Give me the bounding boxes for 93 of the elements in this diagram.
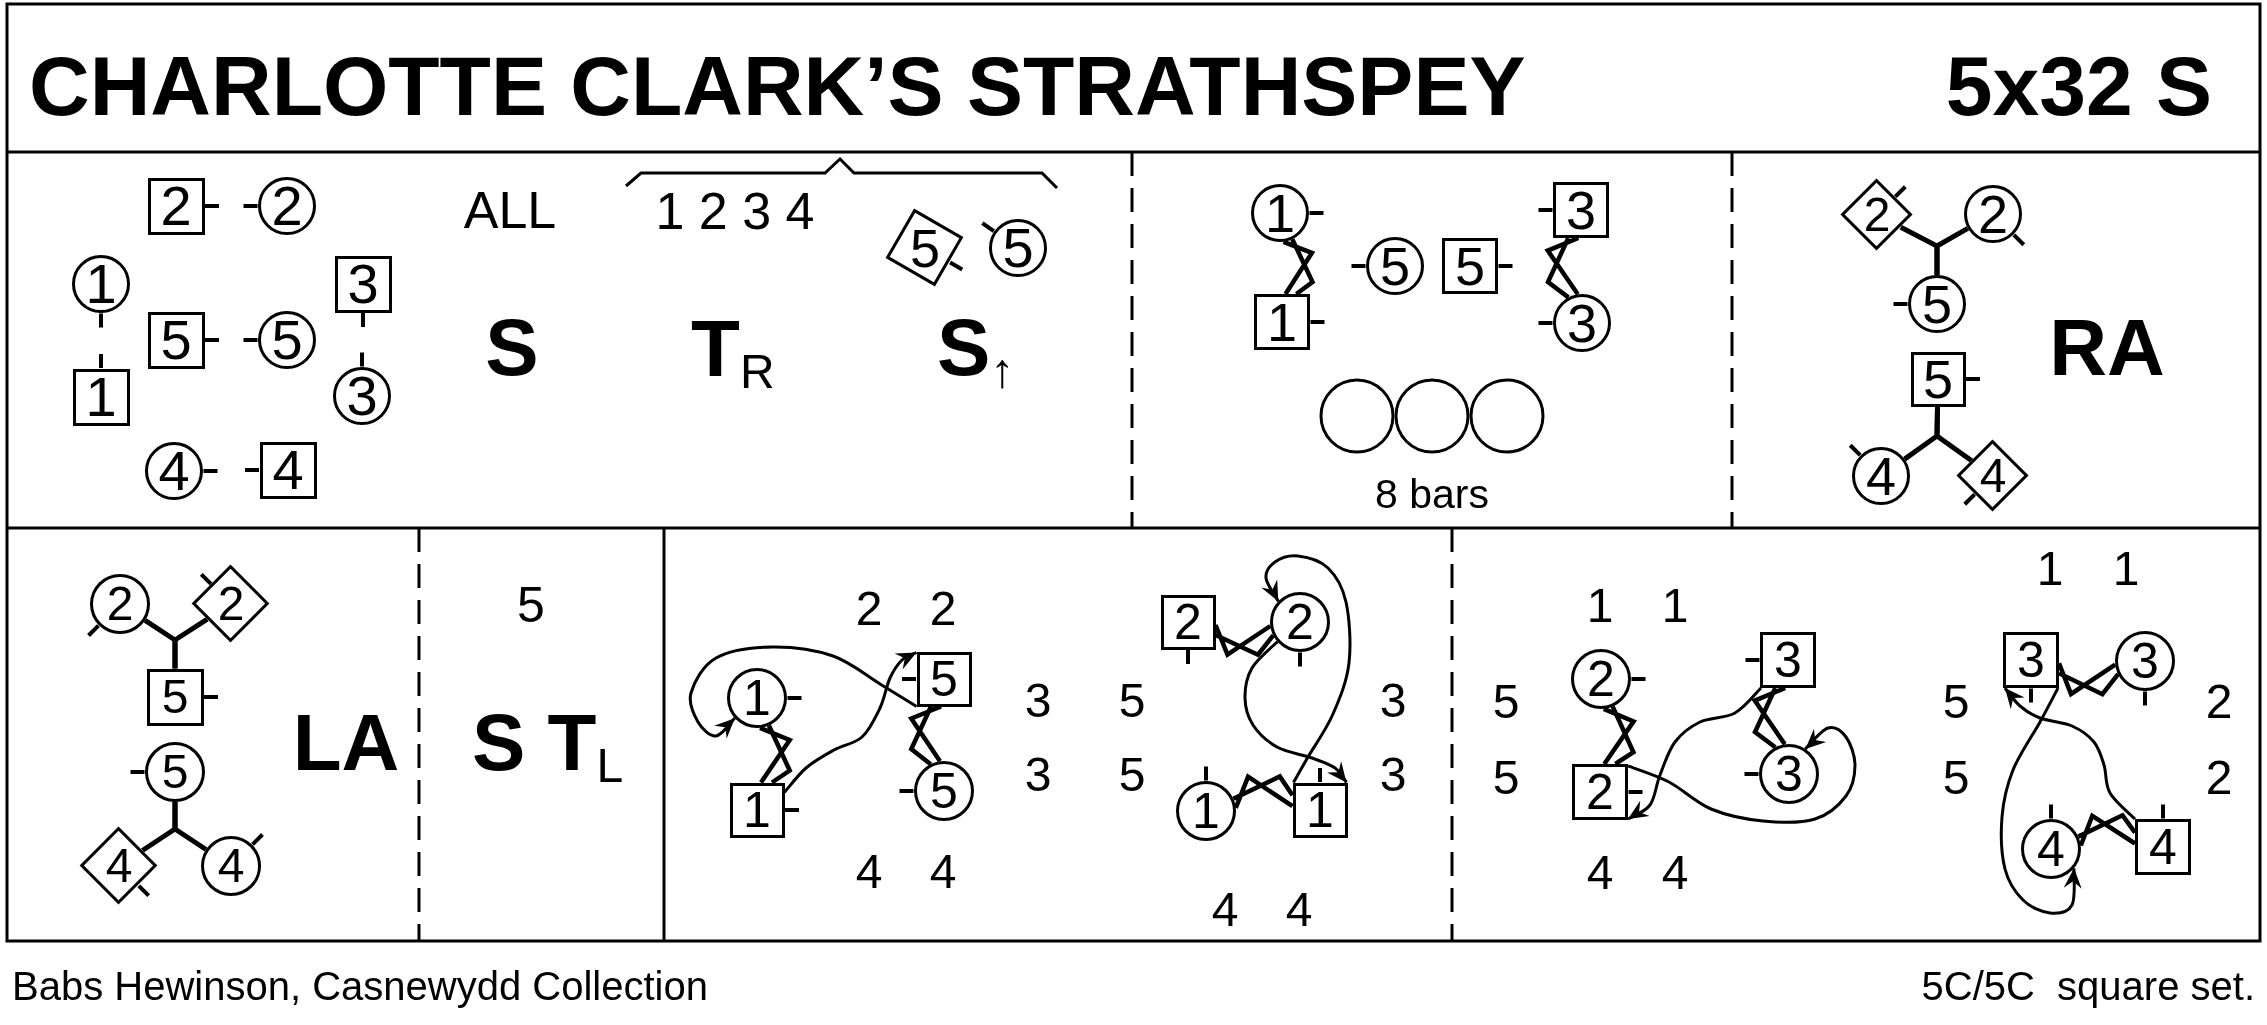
square-symbol: 3: [1553, 182, 1609, 238]
square-symbol: 4: [259, 441, 317, 499]
circle-symbol: 1: [727, 668, 787, 728]
figure-symbol: RA: [2049, 302, 2165, 394]
figure-symbol: S T$_{L}$: [472, 697, 624, 791]
position-number: 5: [1492, 674, 1520, 731]
position-number: 1: [1586, 578, 1614, 635]
curved-arrow: [688, 645, 918, 739]
set-type-text: 5C/5C square set.: [1921, 963, 2255, 1010]
position-number: 1: [2112, 541, 2140, 598]
circle-symbol: 3: [1759, 744, 1819, 804]
position-number: 4: [1211, 882, 1239, 939]
circle-symbol: 2: [1571, 649, 1631, 709]
circle-symbol: 2: [1964, 185, 2022, 243]
figure-symbol: S: [485, 302, 539, 394]
square-symbol: 1: [729, 782, 785, 838]
circle-symbol: 1: [1176, 781, 1236, 841]
title: CHARLOTTE CLARK’S STRATHSPEY: [29, 37, 1526, 135]
position-number: 3: [1379, 673, 1407, 730]
circle-symbol: 3: [333, 367, 391, 425]
square-symbol: 1: [1254, 294, 1310, 350]
circle-symbol: 5: [1908, 275, 1966, 333]
circle-symbol: 5: [258, 311, 316, 369]
position-number: 1: [2036, 541, 2064, 598]
connector-line: [1934, 226, 1970, 275]
position-number: 2: [2205, 674, 2233, 731]
circle-symbol: 2: [1270, 592, 1330, 652]
connector-line: [172, 617, 209, 669]
connector-line: [172, 802, 208, 852]
square-symbol: 5: [1910, 351, 1966, 407]
position-number: 5: [1118, 673, 1146, 730]
circle-symbol: 5: [914, 761, 974, 821]
circle-symbol: 4: [145, 442, 203, 500]
circle-symbol: 5: [989, 219, 1047, 277]
position-number: 2: [2205, 750, 2233, 807]
couple-number: 5: [517, 576, 545, 635]
square-symbol: 3: [1760, 632, 1816, 688]
square-symbol: 2: [1572, 764, 1628, 820]
circle-symbol: 4: [1852, 447, 1910, 505]
bar-count: 8 bars: [1375, 470, 1489, 520]
curved-arrow: [2003, 687, 2137, 821]
square-symbol: 5: [147, 311, 205, 369]
square-symbol: 5: [916, 651, 972, 707]
format-text: 5x32 S: [1945, 37, 2212, 135]
position-number: 2: [929, 581, 957, 638]
curved-arrow: [1627, 686, 1763, 821]
square-symbol: 3: [334, 255, 392, 313]
circle-symbol: 1: [1251, 184, 1309, 242]
square-symbol: 1: [1292, 782, 1348, 838]
circle-symbol: 5: [145, 742, 205, 802]
circle-symbol: 5: [1366, 237, 1424, 295]
curved-arrow: [1260, 554, 1352, 784]
connector-line: [1934, 406, 1974, 464]
circle-symbol: 4: [2021, 819, 2081, 879]
circle-symbol: 1: [72, 255, 130, 313]
square-symbol: 5: [146, 668, 204, 726]
position-number: 4: [855, 844, 883, 901]
position-number: 4: [1661, 845, 1689, 902]
square-symbol: 3: [2003, 632, 2059, 688]
curved-arrow: [1243, 640, 1348, 784]
circle-symbol: 2: [90, 574, 150, 634]
instruction-text: ALL: [463, 179, 557, 241]
position-number: 3: [1379, 747, 1407, 804]
position-number: 4: [1586, 845, 1614, 902]
circle-symbol: 2: [258, 177, 316, 235]
position-number: 5: [1942, 674, 1970, 731]
curved-arrow: [1999, 687, 2083, 915]
square-symbol: 4: [2135, 819, 2191, 875]
circle-symbol: 3: [2115, 631, 2175, 691]
figure-symbol: S$_{↑}$: [937, 302, 1015, 396]
attribution-text: Babs Hewinson, Casnewydd Collection: [12, 963, 708, 1010]
square-symbol: 1: [72, 368, 130, 426]
position-number: 3: [1024, 747, 1052, 804]
square-symbol: 2: [147, 177, 205, 235]
circle-symbol: 4: [201, 836, 261, 896]
couple-numbers: 1 2 3 4: [655, 180, 815, 242]
circle-symbol: 3: [1553, 294, 1611, 352]
square-symbol: 5: [1442, 238, 1498, 294]
square-symbol: 2: [1160, 594, 1216, 650]
figure-symbol: LA: [292, 697, 400, 789]
position-number: 2: [855, 581, 883, 638]
position-number: 5: [1118, 747, 1146, 804]
position-number: 3: [1024, 673, 1052, 730]
position-number: 4: [929, 844, 957, 901]
zigzag-connector: [1231, 773, 1295, 811]
position-number: 4: [1285, 882, 1313, 939]
curved-arrow: [1627, 726, 1857, 824]
zigzag-connector: [757, 723, 794, 785]
position-number: 1: [1661, 578, 1689, 635]
curved-arrow: [783, 651, 918, 794]
position-number: 5: [1492, 750, 1520, 807]
position-number: 5: [1942, 750, 1970, 807]
figure-symbol: T$_{R}$: [691, 303, 775, 397]
